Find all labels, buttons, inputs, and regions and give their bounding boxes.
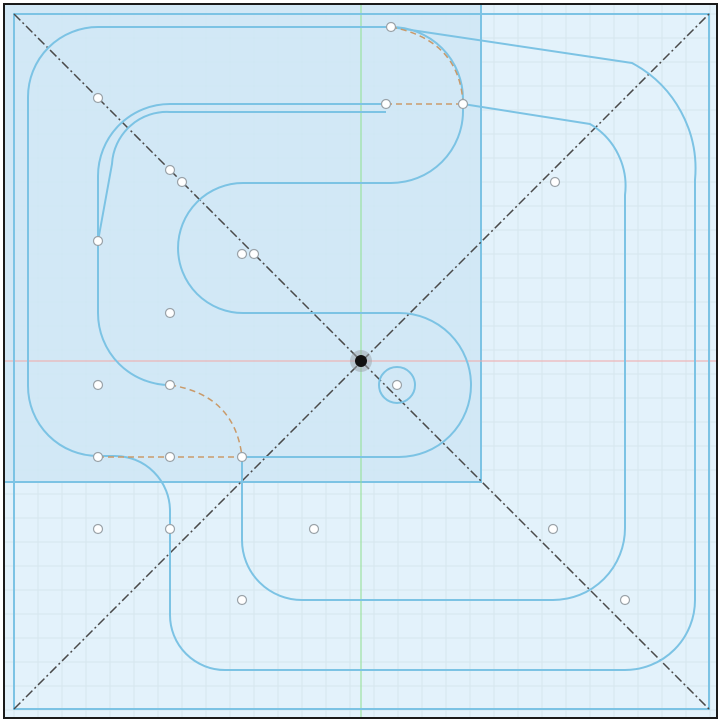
sketch-point-icon[interactable] [236,451,248,463]
outer-profile-loop[interactable] [27,26,697,671]
sketch-point-icon[interactable] [92,523,104,535]
sketch-point-icon[interactable] [549,176,561,188]
origin-point-icon[interactable] [355,355,367,367]
sketch-point-icon[interactable] [380,98,392,110]
sketch-point-icon[interactable] [164,379,176,391]
sketch-point-icon[interactable] [391,379,403,391]
inner-edge-segment[interactable] [97,110,386,242]
sketch-point-icon[interactable] [236,594,248,606]
sketch-point-icon[interactable] [176,176,188,188]
sketch-point-icon[interactable] [547,523,559,535]
sketch-point-icon[interactable] [457,98,469,110]
sketch-point-icon[interactable] [308,523,320,535]
canvas-frame [3,3,718,719]
sketch-point-icon[interactable] [164,523,176,535]
boundary-rectangle[interactable] [13,13,710,710]
inner-profile-loop[interactable] [97,103,627,601]
sketch-point-icon[interactable] [385,21,397,33]
sketch-point-icon[interactable] [248,248,260,260]
guide-curve-left[interactable] [169,384,243,458]
sketch-point-icon[interactable] [164,451,176,463]
sketch-points [92,21,631,606]
sketch-point-icon[interactable] [92,92,104,104]
sketch-point-icon[interactable] [92,235,104,247]
small-circle[interactable] [378,366,416,404]
sketch-point-icon[interactable] [164,307,176,319]
sketch-point-icon[interactable] [92,451,104,463]
sketch-point-icon[interactable] [164,164,176,176]
sketch-point-icon[interactable] [619,594,631,606]
construction-diagonal-1[interactable] [13,13,710,710]
construction-diagonal-2[interactable] [13,13,710,710]
sketch-point-icon[interactable] [236,248,248,260]
sketch-point-icon[interactable] [92,379,104,391]
guide-curve-top[interactable] [390,26,464,105]
